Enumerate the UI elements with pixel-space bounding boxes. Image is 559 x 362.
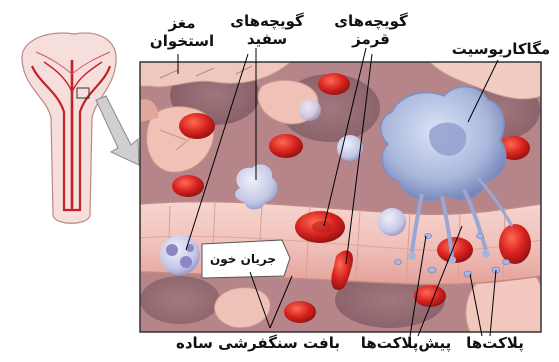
label-blood-flow: جریان خون [204,247,282,271]
label-megakaryocyte: مگاکاریوسیت [448,40,554,58]
label-simple-squamous-epithelium: بافت سنگفرشی ساده [190,334,340,352]
label-red-blood-cells: گویچه‌های قرمز [330,12,412,48]
label-proplatelets: پیش‌پلاکت‌ها [356,334,456,352]
label-platelets: پلاکت‌ها [460,334,530,352]
label-white-blood-cells: گویچه‌های سفید [226,12,308,48]
bone-thumbnail [22,33,116,223]
label-bone-marrow: مغز استخوان [146,14,218,50]
magnified-panel [140,62,541,332]
zoom-arrow [96,96,139,165]
